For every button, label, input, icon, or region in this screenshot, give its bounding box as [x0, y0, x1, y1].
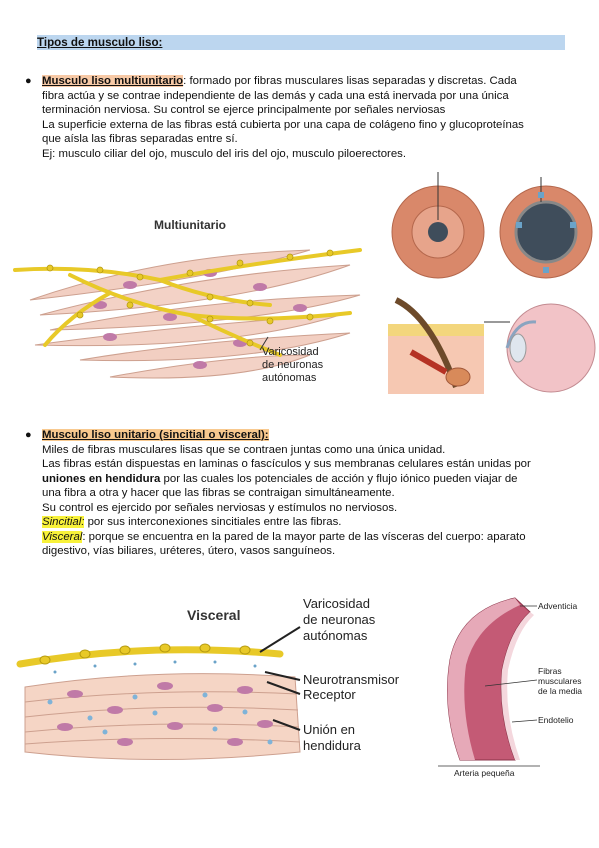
svg-text:Receptor: Receptor	[303, 687, 356, 702]
svg-text:de neuronas: de neuronas	[303, 612, 376, 627]
svg-text:Fibras: Fibras	[538, 666, 562, 676]
fig-title: Visceral	[187, 607, 240, 623]
iris-dilate	[499, 177, 593, 279]
iris-constrict	[391, 172, 485, 279]
svg-text:de la media: de la media	[538, 686, 582, 696]
multi-text: Musculo liso multiunitario: formado por …	[42, 75, 524, 160]
multi-title: Musculo liso multiunitario	[42, 75, 184, 87]
label-leader	[259, 336, 269, 351]
svg-text:Varicosidad: Varicosidad	[303, 596, 370, 611]
fig-title: Multiunitario	[154, 218, 226, 232]
skin-hair	[388, 297, 484, 394]
neurotransmitter-dots	[53, 660, 257, 674]
artery-caption: Arteria pequeña	[454, 768, 515, 778]
svg-text:musculares: musculares	[538, 676, 581, 686]
svg-text:Unión en: Unión en	[303, 722, 355, 737]
multiunit-figure: Multiunitario Varicosidad de neuronas au…	[13, 218, 362, 384]
svg-text:de neuronas: de neuronas	[262, 359, 324, 371]
svg-text:Endotelio: Endotelio	[538, 715, 574, 725]
svg-text:autónomas: autónomas	[262, 372, 317, 384]
eye-section	[484, 303, 596, 393]
varicosities	[39, 643, 251, 665]
svg-text:Neurotransmisor: Neurotransmisor	[303, 672, 400, 687]
varicosities	[46, 249, 334, 347]
tissue-block	[24, 673, 301, 760]
section-heading: Tipos de musculo liso:	[37, 35, 565, 50]
label-leaders	[259, 626, 301, 731]
artery-leaders	[484, 605, 538, 723]
bullet-dot-2: ●	[25, 429, 32, 441]
gap-junctions	[47, 692, 273, 745]
endothelium-layer	[501, 612, 534, 760]
visceral-figure: Visceral Varicosidad de neuronas autónom…	[16, 596, 400, 760]
nuclei	[57, 682, 273, 746]
sincitial-term: Sincitial:	[42, 516, 85, 528]
visceral-term: Visceral	[42, 530, 83, 543]
svg-text:Adventicia: Adventicia	[538, 601, 577, 611]
artery-figure: Adventicia Fibras musculares de la media…	[438, 597, 582, 778]
bullet-dot: ●	[25, 75, 32, 87]
svg-text:hendidura: hendidura	[303, 738, 362, 753]
eye-figures	[388, 172, 596, 394]
adventitia-layer	[447, 598, 520, 760]
unit-text: Musculo liso unitario (sincitial o visce…	[42, 429, 531, 557]
unit-title: Musculo liso unitario (sincitial o visce…	[42, 429, 269, 441]
svg-text:Varicosidad: Varicosidad	[262, 346, 319, 358]
svg-text:autónomas: autónomas	[303, 628, 368, 643]
